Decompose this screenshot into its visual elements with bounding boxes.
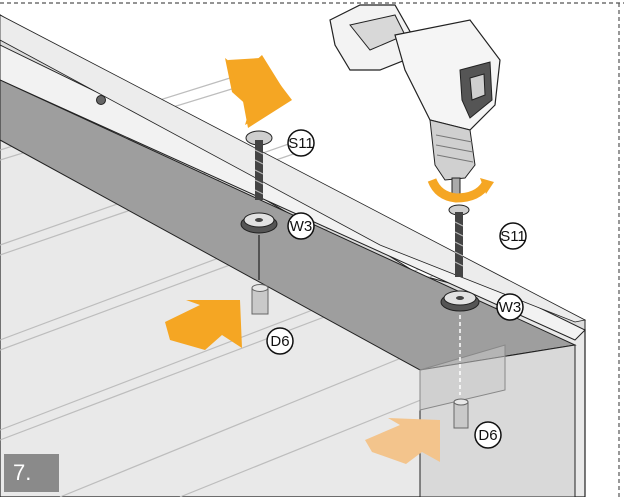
callout-label: D6 <box>270 333 289 350</box>
dowel-right <box>454 399 468 428</box>
callout-dowel-right: D6 <box>475 422 501 448</box>
callout-label: W3 <box>290 218 313 235</box>
step-number: 7. <box>4 454 59 492</box>
callout-label: D6 <box>478 427 497 444</box>
callout-dowel-left: D6 <box>267 328 293 354</box>
drill-icon <box>330 5 500 200</box>
callout-washer-right: W3 <box>497 294 523 320</box>
callout-washer-left: W3 <box>288 213 314 239</box>
washer-right <box>441 291 479 311</box>
dowel-left <box>252 285 268 315</box>
rail-hole <box>97 96 106 105</box>
callout-screw-left: S11 <box>288 130 314 156</box>
rotation-arrow-icon <box>432 178 494 198</box>
callout-screw-right: S11 <box>500 223 526 249</box>
washer-left <box>241 213 277 233</box>
callout-label: W3 <box>499 299 522 316</box>
callout-label: S11 <box>288 135 314 152</box>
callout-label: S11 <box>500 228 526 245</box>
